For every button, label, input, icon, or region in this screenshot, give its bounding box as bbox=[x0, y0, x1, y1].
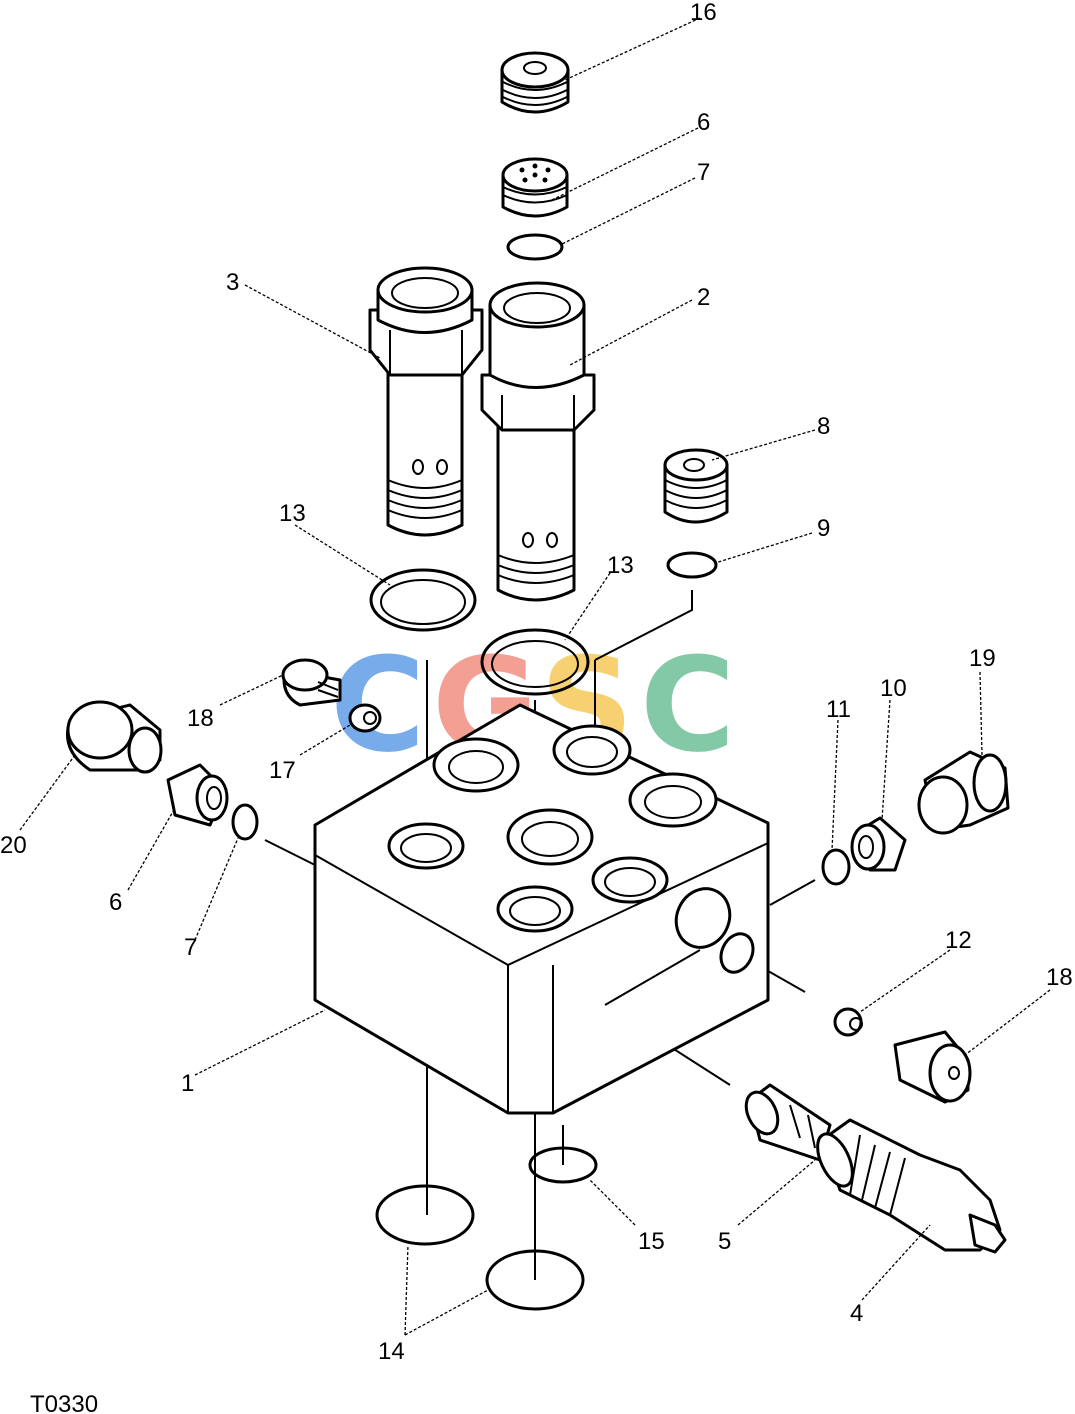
part-7-left-oring bbox=[231, 803, 259, 841]
callout-13-right: 13 bbox=[607, 552, 634, 579]
part-10-orifice bbox=[850, 816, 907, 872]
callout-17: 17 bbox=[269, 757, 296, 784]
callout-9: 9 bbox=[817, 515, 830, 542]
callout-18-right: 18 bbox=[1046, 964, 1073, 991]
callout-3: 3 bbox=[226, 269, 239, 296]
callout-18-left: 18 bbox=[187, 705, 214, 732]
part-1-valve-housing bbox=[313, 703, 770, 1115]
part-18-right-plug bbox=[893, 1030, 972, 1104]
part-16-plug bbox=[500, 51, 570, 114]
callout-10: 10 bbox=[880, 675, 907, 702]
part-17-plug bbox=[348, 703, 382, 733]
part-2-fitting bbox=[480, 281, 596, 602]
callout-19: 19 bbox=[969, 645, 996, 672]
callout-6-left: 6 bbox=[109, 889, 122, 916]
callout-12: 12 bbox=[945, 927, 972, 954]
callouts: 16 6 7 3 2 8 9 13 13 18 17 20 6 7 1 11 1… bbox=[0, 0, 1073, 1365]
part-12-plug bbox=[833, 1007, 863, 1037]
callout-4: 4 bbox=[850, 1300, 863, 1327]
part-15-oring bbox=[528, 1146, 598, 1184]
callout-16: 16 bbox=[690, 0, 717, 26]
callout-5: 5 bbox=[718, 1228, 731, 1255]
part-18-left-plug bbox=[281, 658, 342, 707]
callout-20: 20 bbox=[0, 832, 27, 859]
part-13-seal-left bbox=[369, 568, 477, 632]
callout-7-top: 7 bbox=[697, 159, 710, 186]
callout-13-left: 13 bbox=[279, 500, 306, 527]
callout-11: 11 bbox=[826, 696, 851, 723]
callout-6-top: 6 bbox=[697, 109, 710, 136]
part-11-oring bbox=[821, 848, 851, 886]
part-6-top-orifice bbox=[501, 157, 569, 218]
drawing-code: T0330 bbox=[30, 1391, 98, 1414]
callout-14: 14 bbox=[378, 1338, 405, 1365]
callout-2: 2 bbox=[697, 284, 710, 311]
watermark-letter-4: C bbox=[640, 629, 735, 781]
part-14-seal-right bbox=[485, 1249, 585, 1311]
part-9-oring bbox=[666, 551, 718, 579]
part-3-fitting bbox=[368, 266, 484, 537]
part-6-left-orifice bbox=[166, 763, 229, 827]
callout-1: 1 bbox=[181, 1070, 194, 1097]
part-4-relief-valve bbox=[816, 1118, 1007, 1254]
callout-15: 15 bbox=[638, 1228, 665, 1255]
part-8-plug bbox=[663, 448, 729, 524]
part-7-top-oring bbox=[506, 233, 564, 261]
leader-lines bbox=[19, 17, 1051, 1336]
callout-8: 8 bbox=[817, 413, 830, 440]
watermark-letter-1: C bbox=[330, 629, 425, 781]
part-19-plug bbox=[917, 750, 1010, 835]
part-20-plug bbox=[66, 700, 163, 774]
part-14-seal-left bbox=[375, 1184, 475, 1246]
part-13-seal-right bbox=[480, 628, 590, 696]
callout-7-left: 7 bbox=[184, 934, 197, 961]
